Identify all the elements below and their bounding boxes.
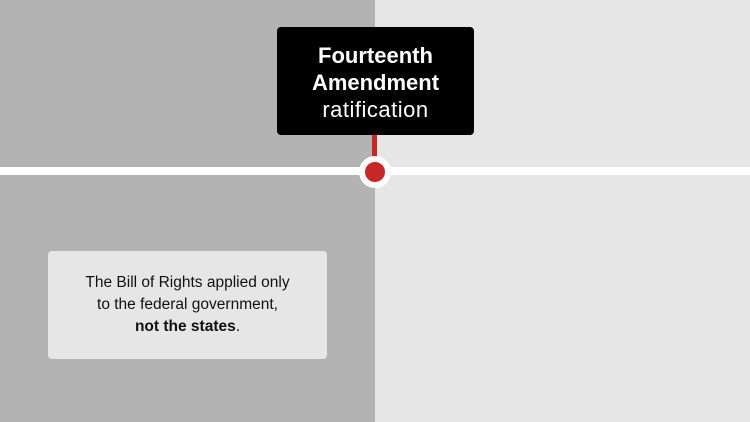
event-label-line2: Amendment — [311, 69, 440, 95]
event-marker-dot — [359, 156, 391, 188]
note-line1: The Bill of Rights applied only — [85, 274, 290, 291]
event-connector-stem — [372, 134, 377, 168]
note-line3: not the states. — [135, 316, 240, 338]
event-label-box: Fourteenth Amendment ratification — [277, 27, 474, 135]
note-line2: to the federal government, — [97, 296, 278, 313]
event-label-line1: Fourteenth — [318, 42, 433, 68]
note-trailing-punctuation: . — [235, 318, 241, 335]
note-emphasis: not the states — [134, 318, 236, 335]
event-label-line3: ratification — [322, 96, 429, 122]
note-box: The Bill of Rights applied only to the f… — [48, 251, 327, 359]
